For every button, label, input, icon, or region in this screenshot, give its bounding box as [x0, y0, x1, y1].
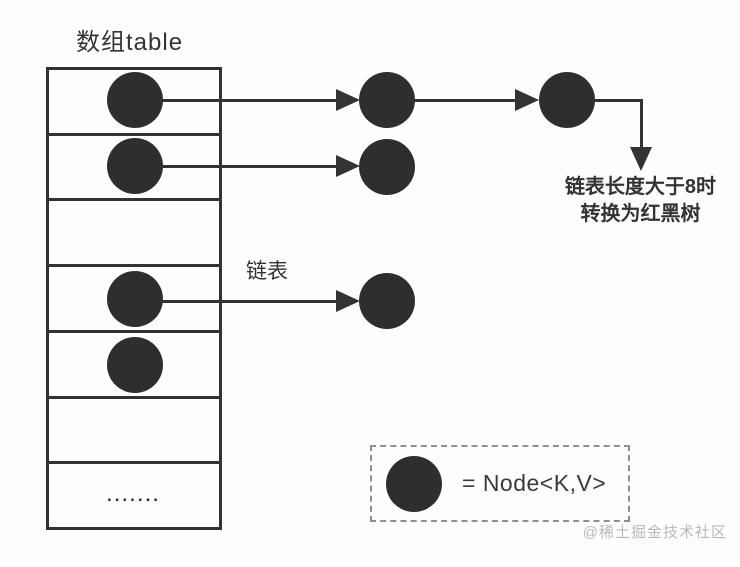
node-circle-chain1-1 — [359, 139, 415, 195]
arrow-right-icon — [336, 89, 360, 111]
node-circle-chain0-1 — [359, 72, 415, 128]
array-ellipsis: ....... — [106, 486, 162, 505]
arrow-right-icon — [336, 155, 360, 177]
arrow-right-icon — [515, 89, 539, 111]
legend-node-circle — [386, 456, 442, 512]
node-circle-chain3-1 — [359, 273, 415, 329]
arrow-line — [413, 99, 517, 102]
array-cell-0 — [49, 70, 219, 136]
linked-list-label: 链表 — [246, 260, 288, 283]
watermark: @稀土掘金技术社区 — [582, 524, 727, 541]
arrow-line — [640, 99, 643, 149]
legend-text: = Node<K,V> — [462, 470, 607, 496]
arrow-line — [593, 99, 643, 102]
treeify-note-line1: 链表长度大于8时 — [564, 176, 717, 198]
node-circle-bucket-4 — [107, 337, 163, 393]
array-cell-4 — [49, 333, 219, 399]
arrow-right-icon — [336, 290, 360, 312]
treeify-note: 链表长度大于8时 转换为红黑树 — [548, 174, 733, 228]
arrow-down-icon — [630, 147, 652, 171]
array-cell-1 — [49, 136, 219, 202]
array-title: 数组table — [76, 29, 184, 56]
node-circle-chain0-2 — [539, 72, 595, 128]
array-cell-5 — [49, 399, 219, 465]
node-circle-bucket-3 — [107, 271, 163, 327]
legend-box: = Node<K,V> — [370, 445, 630, 522]
array-cell-2 — [49, 201, 219, 268]
node-circle-bucket-1 — [107, 138, 163, 194]
treeify-note-line2: 转换为红黑树 — [580, 203, 701, 225]
arrow-line — [160, 165, 340, 168]
arrow-line — [160, 300, 340, 303]
array-cell-3 — [49, 267, 219, 333]
arrow-line — [160, 99, 340, 102]
node-circle-bucket-0 — [107, 72, 163, 128]
